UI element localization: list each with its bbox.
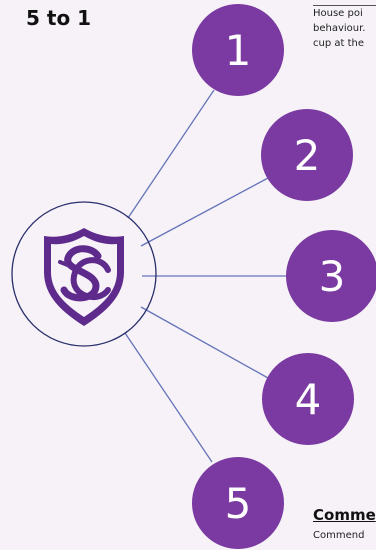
connector-line bbox=[127, 89, 215, 219]
step-5: 5 bbox=[192, 457, 284, 549]
step-3: 3 bbox=[286, 230, 376, 322]
step-circles: 1 2 3 4 5 bbox=[192, 4, 376, 549]
connector-line bbox=[140, 177, 269, 247]
side-line: cup at the bbox=[313, 38, 365, 49]
step-circle bbox=[261, 109, 353, 201]
step-2: 2 bbox=[261, 109, 353, 201]
step-circle bbox=[192, 457, 284, 549]
step-number: 1 bbox=[225, 26, 252, 75]
step-number: 4 bbox=[295, 375, 322, 424]
step-1: 1 bbox=[192, 4, 284, 96]
step-number: 5 bbox=[225, 479, 252, 528]
connector-lines bbox=[124, 89, 288, 463]
connector-line bbox=[124, 332, 213, 463]
step-4: 4 bbox=[262, 353, 354, 445]
side-line: House poi bbox=[313, 8, 363, 19]
side-footer: Commend bbox=[313, 530, 365, 541]
page-title: 5 to 1 bbox=[26, 6, 92, 30]
step-circle bbox=[262, 353, 354, 445]
school-crest-icon bbox=[44, 228, 124, 326]
step-number: 3 bbox=[319, 252, 346, 301]
step-circle bbox=[286, 230, 376, 322]
side-heading: Comme bbox=[313, 506, 376, 524]
side-rule bbox=[313, 5, 376, 6]
step-number: 2 bbox=[294, 131, 321, 180]
connector-line bbox=[140, 306, 269, 379]
step-circle bbox=[192, 4, 284, 96]
hub-circle bbox=[11, 201, 157, 347]
side-paragraph: House poi behaviour. cup at the bbox=[313, 5, 376, 51]
side-line: behaviour. bbox=[313, 23, 366, 34]
